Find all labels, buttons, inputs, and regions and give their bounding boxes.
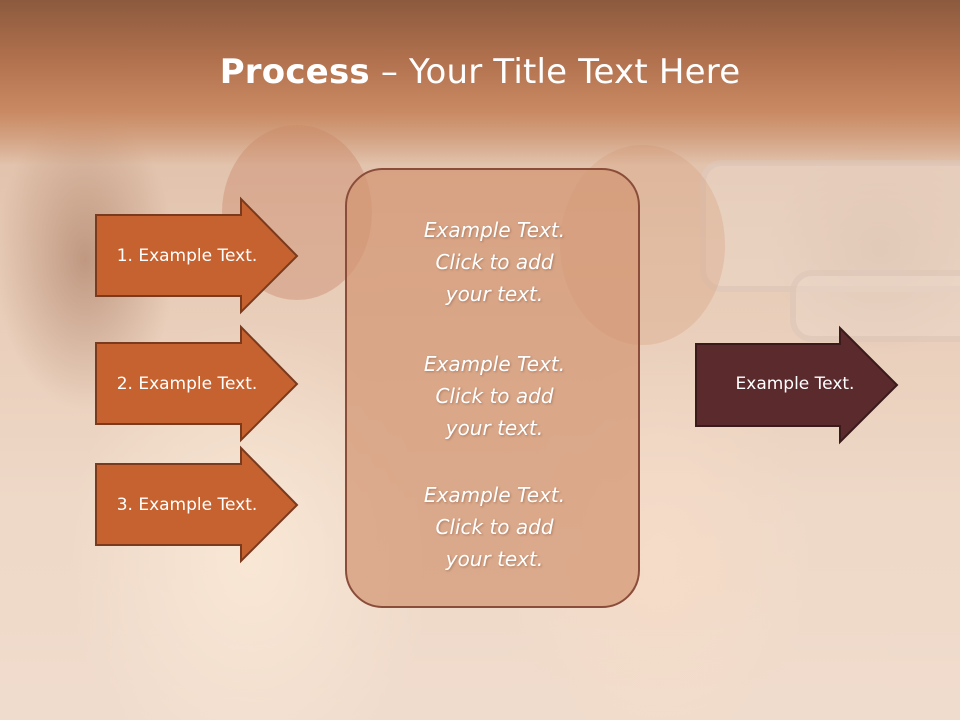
title-rest: – Your Title Text Here [369,52,741,92]
left-arrow-3-label: 3. Example Text. [116,495,258,515]
left-arrow-1-shape[interactable] [95,196,299,315]
center-text-box[interactable]: Example Text. Click to add your text. Ex… [345,168,640,608]
paragraph-line: Example Text. [423,352,566,376]
center-paragraph-2: Example Text. Click to add your text. [347,348,642,444]
center-paragraph-1: Example Text. Click to add your text. [347,214,642,310]
paragraph-line: Example Text. [423,218,566,242]
title-bold: Process [219,52,370,92]
paragraph-line: your text. [445,282,544,306]
right-arrow-shape[interactable] [695,325,899,445]
right-arrow-label: Example Text. [735,374,855,394]
left-arrow-2-label: 2. Example Text. [116,374,258,394]
paragraph-line: Click to add [435,515,554,539]
paragraph-line: your text. [445,547,544,571]
left-arrow-1-label: 1. Example Text. [116,246,258,266]
paragraph-line: Example Text. [423,483,566,507]
paragraph-line: Click to add [435,384,554,408]
paragraph-line: your text. [445,416,544,440]
title-band [0,0,960,165]
paragraph-line: Click to add [435,250,554,274]
page-title: Process – Your Title Text Here [0,52,960,92]
center-paragraph-3: Example Text. Click to add your text. [347,479,642,575]
gym-machine-shape [790,270,960,342]
left-arrow-2-shape[interactable] [95,324,299,443]
left-arrow-3-shape[interactable] [95,445,299,564]
